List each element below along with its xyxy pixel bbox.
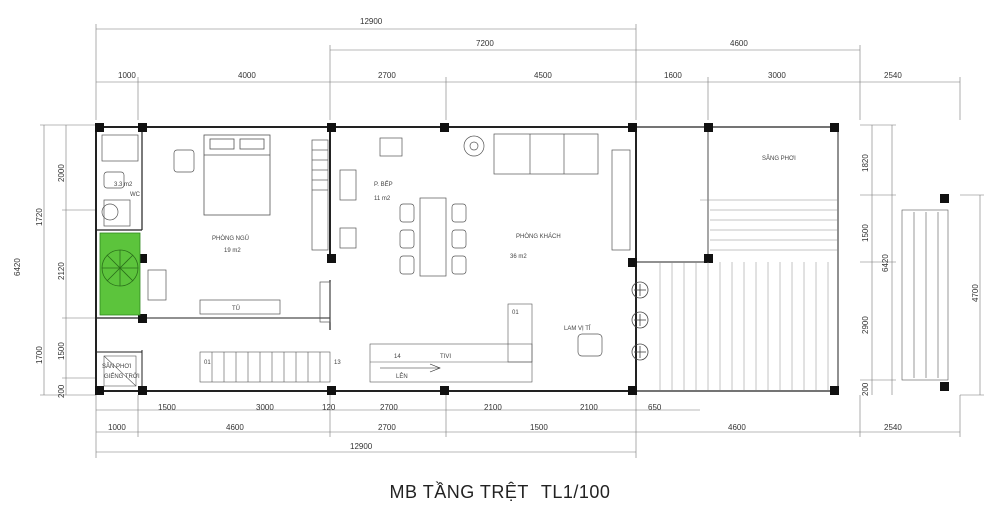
floor-plan: 12900 7200 4600 1000 4000 2700 4500 1600… [13, 17, 984, 458]
stair-count-3: 01 [512, 310, 519, 316]
dim-left-overall: 6420 [13, 258, 22, 276]
dim-bottom-r1-4: 2700 [380, 403, 398, 412]
dim-bottom-r1-7: 650 [648, 403, 662, 412]
dim-left-6: 200 [57, 384, 66, 398]
dim-bottom-r1-6: 2100 [580, 403, 598, 412]
potted-plants [631, 281, 649, 361]
dim-top-row-6: 3000 [768, 71, 786, 80]
driveway-hatching [659, 262, 829, 390]
walls [95, 126, 839, 392]
dim-left-2: 1720 [35, 208, 44, 226]
dim-bottom-r1-2: 3000 [256, 403, 274, 412]
dim-bottom-r2-5: 4600 [728, 423, 746, 432]
dim-top-row-4: 4500 [534, 71, 552, 80]
dim-left-4: 1500 [57, 342, 66, 360]
dim-right-3: 2900 [861, 316, 870, 334]
dim-bottom-r2-3: 2700 [378, 423, 396, 432]
dim-bottom-r2-1: 1000 [108, 423, 126, 432]
dim-right-overall: 6420 [881, 254, 890, 272]
bedroom-area: 19 m2 [224, 248, 241, 254]
kitchen-area: 11 m2 [374, 196, 391, 202]
kitchen-label: P. BẾP [374, 181, 393, 188]
wc-label: WC [130, 192, 141, 198]
living-label: PHÒNG KHÁCH [516, 233, 561, 240]
dim-bottom-r1-3: 120 [322, 403, 336, 412]
dim-bottom-r1-1: 1500 [158, 403, 176, 412]
stair-count-2: 13 [334, 360, 341, 366]
garage-sub: GIẾNG TRỜI [104, 373, 140, 380]
dim-right-1: 1820 [861, 154, 870, 172]
dimension-lines-right [860, 124, 984, 396]
dim-bottom-overall: 12900 [350, 442, 373, 451]
dimension-lines-bottom [95, 395, 961, 458]
stair-count-1: 01 [204, 360, 211, 366]
dim-bottom-r2-2: 4600 [226, 423, 244, 432]
garage-area [103, 355, 137, 387]
plant-icon [101, 249, 139, 287]
living-furniture [463, 133, 631, 357]
living-area: 36 m2 [510, 254, 527, 260]
front-gate [901, 209, 949, 381]
dim-right-2: 1500 [861, 224, 870, 242]
dim-bottom-r2-4: 1500 [530, 423, 548, 432]
altar-label: LAM VỊ TỈ [564, 325, 591, 332]
dim-top-overall: 12900 [360, 17, 383, 26]
kitchen-fixtures [311, 137, 403, 323]
front-steps [700, 199, 838, 251]
stair-count-4: 14 [394, 354, 401, 360]
dim-top-row-1: 1000 [118, 71, 136, 80]
dim-left-3: 2120 [57, 262, 66, 280]
dim-right-4: 200 [861, 382, 870, 396]
bed-icon [203, 134, 271, 216]
dim-bottom-r1-5: 2100 [484, 403, 502, 412]
stair-center [369, 303, 533, 383]
bedroom-label: PHÒNG NGỦ [212, 235, 249, 242]
dim-top-mid-1: 7200 [476, 39, 494, 48]
dim-top-mid-2: 4600 [730, 39, 748, 48]
dim-top-row-7: 2540 [884, 71, 902, 80]
wc-area: 3.3 m2 [114, 182, 133, 188]
dimension-lines-left [40, 124, 96, 396]
stair-left [199, 351, 331, 383]
tv-label: TIVI [440, 354, 451, 360]
dim-bottom-r2-6: 2540 [884, 423, 902, 432]
dim-right-front: 4700 [971, 284, 980, 302]
wardrobe-label: TỦ [232, 305, 240, 312]
dim-left-1: 2000 [57, 164, 66, 182]
wc-fixtures [101, 134, 139, 227]
structural-columns [95, 123, 949, 395]
dimension-lines-top [95, 24, 961, 120]
plan-title: MB TẦNG TRỆT [389, 482, 529, 502]
garage-label: SÂN PHƠI [102, 363, 131, 370]
dining-table-icon [399, 197, 467, 277]
dim-top-row-2: 4000 [238, 71, 256, 80]
plan-caption: MB TẦNG TRỆT TL1/100 [0, 482, 1000, 503]
bedroom-furniture [147, 149, 281, 315]
plan-scale: TL1/100 [540, 482, 611, 502]
dim-left-5: 1700 [35, 346, 44, 364]
dim-top-row-3: 2700 [378, 71, 396, 80]
front-yard-label: SÂNG PHƠI [762, 155, 796, 162]
stair-up-label: LÊN [396, 372, 408, 380]
dim-top-row-5: 1600 [664, 71, 682, 80]
